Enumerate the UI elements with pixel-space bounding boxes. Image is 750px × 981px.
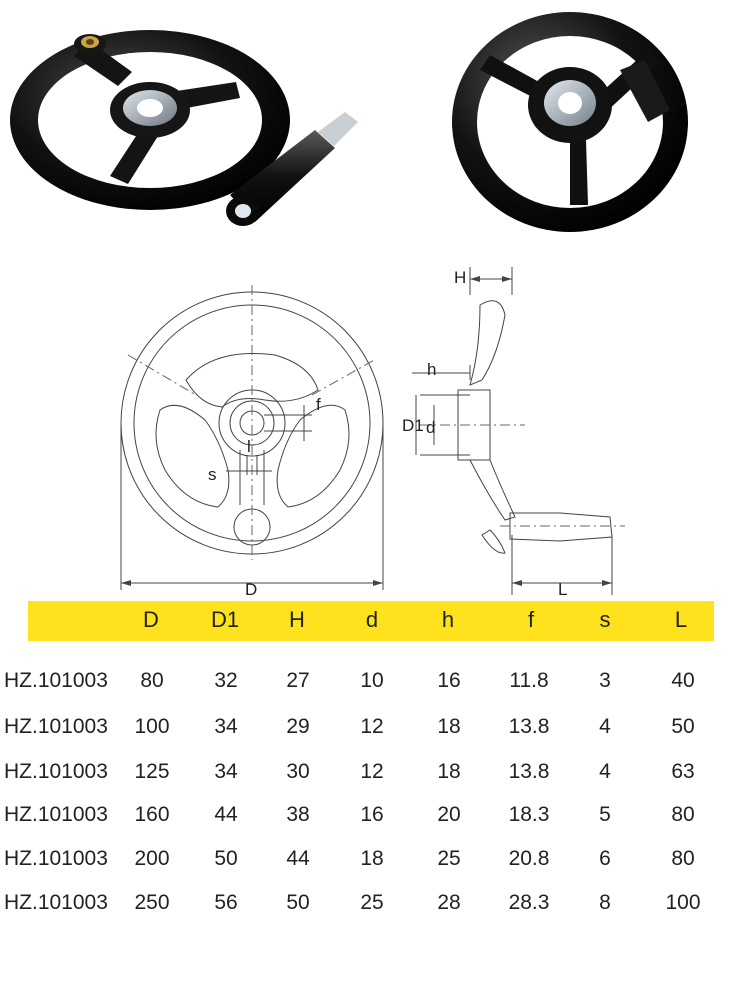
table-row: HZ.101003 100 34 29 12 18 13.8 4 50 xyxy=(0,715,750,755)
cell-D1: 44 xyxy=(214,803,238,826)
label-s: s xyxy=(208,465,217,484)
label-d: d xyxy=(426,418,435,437)
cell-s: 6 xyxy=(599,847,611,870)
header-L: L xyxy=(674,607,688,632)
cell-d: 16 xyxy=(360,803,384,826)
cell-D1: 32 xyxy=(214,669,238,692)
cell-D1: 56 xyxy=(214,891,238,914)
cell-h: 16 xyxy=(437,669,461,692)
cell-L: 100 xyxy=(665,891,701,914)
model-code: HZ.101003 xyxy=(4,760,108,783)
cell-D: 200 xyxy=(134,847,170,870)
header-H: H xyxy=(289,607,305,632)
label-H: H xyxy=(454,268,466,287)
cell-f: 28.3 xyxy=(508,891,550,914)
cell-H: 27 xyxy=(286,669,310,692)
cell-s: 8 xyxy=(599,891,611,914)
model-code: HZ.101003 xyxy=(4,891,108,914)
cell-h: 28 xyxy=(437,891,461,914)
cell-f: 11.8 xyxy=(509,669,549,692)
cell-L: 50 xyxy=(671,715,695,738)
cell-D1: 34 xyxy=(214,760,238,783)
cell-H: 30 xyxy=(286,760,310,783)
cell-h: 25 xyxy=(437,847,461,870)
cell-s: 5 xyxy=(599,803,611,826)
header-s: s xyxy=(599,607,611,632)
cell-f: 13.8 xyxy=(508,715,550,738)
header-D: D xyxy=(143,607,159,632)
cell-d: 10 xyxy=(360,669,384,692)
cell-D: 250 xyxy=(134,891,170,914)
table-row: HZ.101003 125 34 30 12 18 13.8 4 63 xyxy=(0,760,750,800)
cell-H: 50 xyxy=(286,891,310,914)
cell-d: 12 xyxy=(360,715,384,738)
cell-D: 160 xyxy=(134,803,170,826)
cell-L: 63 xyxy=(671,760,695,783)
table-row: HZ.101003 200 50 44 18 25 20.8 6 80 xyxy=(0,847,750,887)
cell-d: 18 xyxy=(360,847,384,870)
cell-f: 20.8 xyxy=(508,847,550,870)
cell-H: 44 xyxy=(286,847,310,870)
cell-D1: 34 xyxy=(214,715,238,738)
label-h: h xyxy=(427,360,436,379)
cell-D1: 50 xyxy=(214,847,238,870)
cell-s: 4 xyxy=(599,760,611,783)
cell-s: 4 xyxy=(599,715,611,738)
model-code: HZ.101003 xyxy=(4,803,108,826)
table-row: HZ.101003 160 44 38 16 20 18.3 5 80 xyxy=(0,803,750,843)
table-row: HZ.101003 80 32 27 10 16 11.8 3 40 xyxy=(0,669,750,709)
cell-H: 29 xyxy=(286,715,310,738)
model-code: HZ.101003 xyxy=(4,669,108,692)
header-h: h xyxy=(441,607,455,632)
cell-d: 25 xyxy=(360,891,384,914)
model-code: HZ.101003 xyxy=(4,715,108,738)
cell-D: 125 xyxy=(134,760,170,783)
handwheel-rear-photo xyxy=(420,0,750,250)
cell-H: 38 xyxy=(286,803,310,826)
spec-table-header: D D1 H d h f s L xyxy=(28,601,714,641)
cell-L: 80 xyxy=(671,847,695,870)
label-l: l xyxy=(247,437,251,456)
label-f: f xyxy=(316,395,321,414)
header-d: d xyxy=(365,607,379,632)
handwheel-with-handle-photo xyxy=(0,0,390,260)
model-code: HZ.101003 xyxy=(4,847,108,870)
table-row: HZ.101003 250 56 50 25 28 28.3 8 100 xyxy=(0,891,750,931)
cell-D: 100 xyxy=(134,715,170,738)
cell-h: 18 xyxy=(437,760,461,783)
cell-h: 18 xyxy=(437,715,461,738)
cell-f: 18.3 xyxy=(508,803,550,826)
header-D1: D1 xyxy=(210,607,240,632)
cell-f: 13.8 xyxy=(508,760,550,783)
label-L: L xyxy=(558,580,567,599)
header-f: f xyxy=(527,607,535,632)
label-D1: D1 xyxy=(402,416,424,435)
cell-L: 40 xyxy=(671,669,695,692)
cell-d: 12 xyxy=(360,760,384,783)
cell-L: 80 xyxy=(671,803,695,826)
cell-s: 3 xyxy=(599,669,611,692)
cell-D: 80 xyxy=(140,669,164,692)
cell-h: 20 xyxy=(437,803,461,826)
technical-drawing: D f s l H h D1 d L xyxy=(0,255,750,600)
label-D: D xyxy=(245,580,257,599)
